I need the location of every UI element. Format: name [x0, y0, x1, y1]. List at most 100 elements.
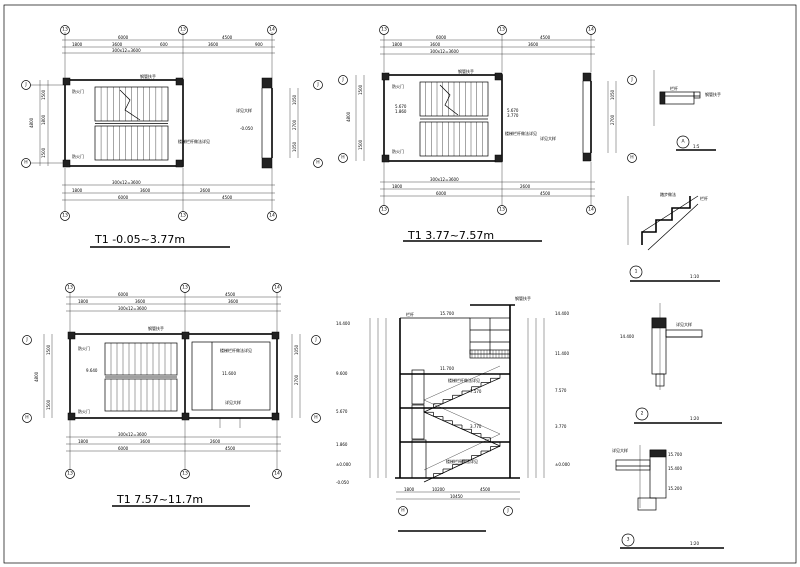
level-text: 11.400 — [555, 351, 569, 356]
level-text: 5.670 — [507, 108, 519, 113]
note-text: 详见大样 — [540, 135, 556, 141]
dim-text: 1500 — [41, 147, 46, 158]
detail-mark — [629, 265, 643, 279]
note-text: 防火门 — [72, 88, 84, 94]
dim-text: 3600 — [208, 42, 219, 47]
dim-text: 1800 — [78, 299, 89, 304]
axis-bubble — [22, 335, 32, 345]
axis-bubble — [60, 211, 70, 221]
detail-mark-label: 1 — [635, 269, 638, 275]
dim-text: 3600 — [430, 42, 441, 47]
axis-label: 13 — [499, 207, 505, 213]
plan-caption: T1 7.57~11.7m — [116, 493, 203, 506]
axis-label: 13 — [67, 285, 73, 291]
note-text: 钢管扶手 — [515, 295, 531, 301]
dim-text: 3600 — [135, 299, 146, 304]
axis-label: 13 — [381, 27, 387, 33]
dim-text: 10200 — [432, 487, 445, 492]
axis-label: 14 — [274, 471, 280, 477]
axis-bubble — [178, 211, 188, 221]
dim-text: 6000 — [118, 292, 129, 297]
dim-text: 2700 — [294, 374, 299, 385]
axis-label: 13 — [180, 213, 186, 219]
dim-text: 4500 — [225, 446, 236, 451]
axis-label: 13 — [62, 27, 68, 33]
detail-mark — [621, 533, 635, 547]
detail-mark-label: A — [681, 139, 685, 145]
note-text: 楼梯栏杆做法详见 — [220, 347, 252, 353]
axis-label: 13 — [499, 27, 505, 33]
dim-text: 6000 — [118, 446, 129, 451]
axis-bubble — [497, 205, 507, 215]
axis-label: H — [630, 155, 633, 161]
axis-bubble — [311, 335, 321, 345]
axis-bubble — [398, 506, 408, 516]
detail-mark — [635, 407, 649, 421]
detail-a: 栏杆 钢管扶手 A 1:5 — [653, 70, 721, 151]
detail-mark-label: 2 — [641, 411, 644, 417]
dim-text: 4500 — [540, 35, 551, 40]
dim-text: 300x12=3600 — [430, 49, 459, 54]
dim-text: 6000 — [118, 195, 129, 200]
dim-text: 300x12=3600 — [118, 306, 147, 311]
axis-label: 13 — [182, 471, 188, 477]
level-text: 7.570 — [470, 389, 482, 394]
level-text: 9.600 — [336, 371, 348, 376]
dim-text: 1800 — [72, 42, 83, 47]
level-text: ±0.000 — [336, 462, 351, 467]
axis-bubble — [586, 205, 596, 215]
axis-label: H — [401, 508, 404, 514]
axis-bubble — [272, 283, 282, 293]
level-text: 15.700 — [440, 311, 454, 316]
axis-label: H — [25, 415, 28, 421]
level-text: -0.050 — [336, 480, 349, 485]
detail-scale: 1:20 — [690, 416, 699, 421]
dim-text: 300x12=3600 — [112, 180, 141, 185]
note-text: 楼梯栏杆做法详见 — [448, 377, 480, 383]
plan1-stairs — [94, 86, 169, 161]
dim-text: 3600 — [140, 439, 151, 444]
detail-mark-label: 3 — [627, 537, 630, 543]
note-text: 钢管扶手 — [148, 325, 164, 331]
dim-text: 900 — [255, 42, 263, 47]
dim-text: 1050 — [294, 344, 299, 355]
note-text: 栏杆 — [700, 195, 708, 201]
dim-text: 1800 — [72, 188, 83, 193]
note-text: 防火门 — [78, 408, 90, 414]
note-text: 钢管扶手 — [705, 91, 721, 97]
axis-label: 14 — [588, 207, 594, 213]
axis-label: J — [341, 77, 343, 83]
note-text: 栏杆 — [406, 311, 414, 317]
dim-text: 2600 — [520, 184, 531, 189]
dim-text: 6000 — [436, 191, 447, 196]
axis-bubble — [178, 25, 188, 35]
dim-text: 1500 — [358, 139, 363, 150]
dim-text: 3600 — [228, 299, 239, 304]
note-text: 防火门 — [392, 148, 404, 154]
axis-label: H — [341, 155, 344, 161]
dim-text: 2600 — [210, 439, 221, 444]
axis-bubble — [379, 205, 389, 215]
dim-text: 10450 — [450, 494, 463, 499]
axis-bubble — [180, 469, 190, 479]
axis-label: 13 — [182, 285, 188, 291]
level-text: 11.600 — [222, 371, 236, 376]
axis-bubble — [338, 153, 348, 163]
axis-bubble — [379, 25, 389, 35]
axis-bubble — [65, 283, 75, 293]
plan-3: 13 13 14 6000 4500 1800 3600 3600 300x12… — [22, 283, 321, 507]
dim-text: 4800 — [29, 117, 34, 128]
dim-text: 300x12=3600 — [112, 48, 141, 53]
dim-text: 600 — [160, 42, 168, 47]
handrail — [423, 365, 501, 401]
axis-label: 13 — [180, 27, 186, 33]
detail-3: 15.700 15.400 15.200 详见大样 3 1:20 — [612, 445, 724, 549]
axis-label: J — [24, 82, 26, 88]
dim-text: 4800 — [346, 111, 351, 122]
dim-text: 1500 — [46, 399, 51, 410]
axis-bubble — [65, 469, 75, 479]
dim-text: 3600 — [528, 42, 539, 47]
note-text: 详见大样 — [612, 447, 628, 453]
level-text: ±0.000 — [555, 462, 570, 467]
